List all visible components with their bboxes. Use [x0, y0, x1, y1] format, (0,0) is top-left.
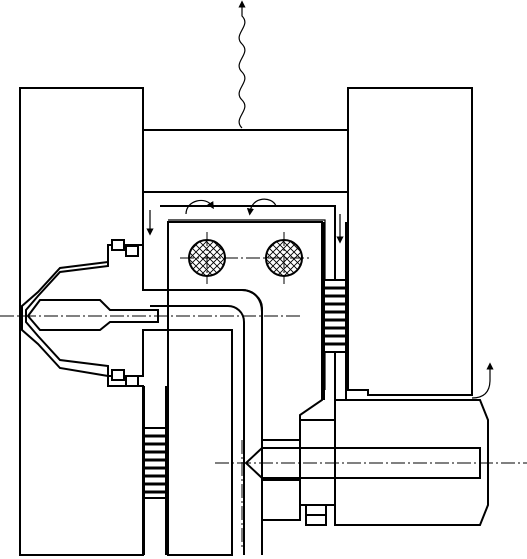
heat-out-wavy-arrow — [238, 0, 246, 129]
flow-arrow-curl-left — [185, 199, 214, 215]
top-clamp-block — [142, 129, 349, 193]
nozzle-bushing — [25, 239, 169, 387]
flow-indicators — [146, 0, 494, 399]
spring-lower-left — [143, 427, 167, 499]
spring-right — [323, 279, 347, 353]
center-lines — [0, 315, 527, 548]
right-cylinder-bushing — [244, 399, 489, 526]
cooling-channel-circles — [180, 232, 312, 284]
flow-arrow-curl-right — [246, 198, 277, 216]
coil-springs — [143, 222, 347, 555]
vent-arrow-right — [471, 362, 494, 399]
right-mold-plate — [347, 87, 473, 396]
bent-cooling-channel — [150, 289, 263, 555]
